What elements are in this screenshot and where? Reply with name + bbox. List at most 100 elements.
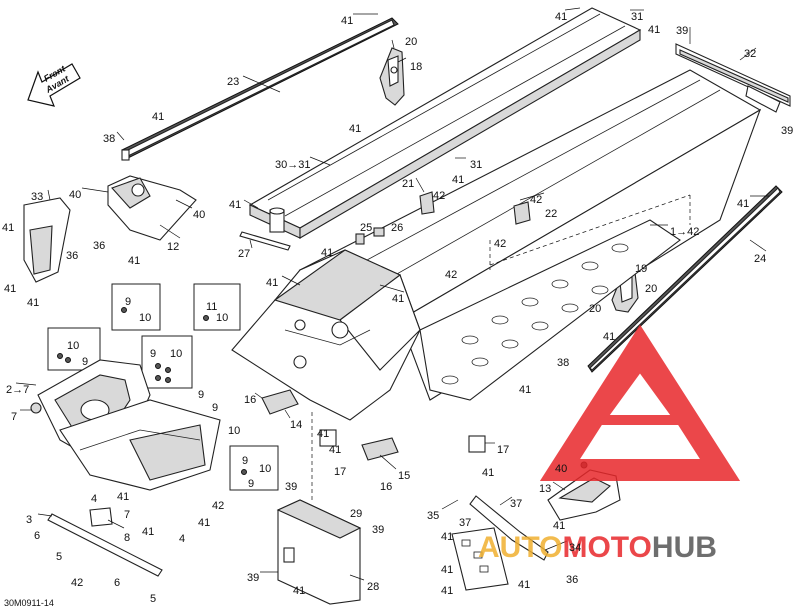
callout-c75: 41 xyxy=(198,517,210,529)
callout-c9: 31 xyxy=(470,159,482,171)
part-4-bellypan xyxy=(59,399,221,491)
leader-lines xyxy=(15,7,770,581)
callout-c62: 14 xyxy=(290,419,302,431)
callout-c55: 10 xyxy=(170,348,182,360)
callout-c91: 28 xyxy=(367,581,379,593)
callout-c18: 40 xyxy=(69,189,81,201)
callout-c89: 29 xyxy=(350,508,362,520)
chassis-body xyxy=(231,219,681,421)
callout-c12: 31 xyxy=(631,11,643,23)
part-12-bracket xyxy=(107,175,197,241)
part-33-bracket xyxy=(23,197,71,283)
callout-c24: 41 xyxy=(128,255,140,267)
callout-c86: 6 xyxy=(114,577,120,589)
callout-c23: 36 xyxy=(66,250,78,262)
part-18-bracket xyxy=(379,47,405,106)
callout-c20: 41 xyxy=(2,222,14,234)
callout-c85: 42 xyxy=(71,577,83,589)
callout-c5: 41 xyxy=(152,111,164,123)
callout-c35: 22 xyxy=(545,208,557,220)
part-22-bracket xyxy=(513,201,531,225)
callout-c58: 9 xyxy=(198,389,204,401)
callout-c50: 11 xyxy=(206,301,217,313)
callout-c6: 38 xyxy=(103,133,115,145)
callout-c30: 25 xyxy=(360,222,372,234)
callout-c97: 41 xyxy=(441,531,453,543)
callout-c98: 41 xyxy=(441,564,453,576)
callout-c64: 41 xyxy=(329,444,341,456)
part-27-bar xyxy=(239,231,291,251)
part-14-footrest xyxy=(261,389,299,415)
part-25-clip xyxy=(355,233,365,245)
part-17-plate-a xyxy=(319,429,337,447)
callout-c28: 27 xyxy=(238,248,250,260)
callout-c104: 13 xyxy=(539,483,551,495)
callout-c38: 41 xyxy=(266,277,278,289)
callout-c47: 38 xyxy=(557,357,569,369)
hardware-box-11-10 xyxy=(193,283,241,331)
part-24-rail xyxy=(587,185,783,373)
callout-c19: 40 xyxy=(193,209,205,221)
callout-c25: 41 xyxy=(4,283,16,295)
part-34-plate xyxy=(451,495,549,591)
callout-c87: 5 xyxy=(150,593,156,605)
callout-c93: 41 xyxy=(293,585,305,597)
part-21-bracket xyxy=(419,191,435,215)
callout-c92: 39 xyxy=(247,572,259,584)
callout-c84: 5 xyxy=(56,551,62,563)
hardware-box-9-10-c xyxy=(229,445,279,491)
callout-c54: 9 xyxy=(150,348,156,360)
callout-c95: 37 xyxy=(510,498,522,510)
callout-c41: 41 xyxy=(737,198,749,210)
part-31-tunnel-top xyxy=(248,7,642,239)
watermark-brand: AUTOMOTOHUB xyxy=(478,531,717,564)
callout-c22: 12 xyxy=(167,241,179,253)
callout-c66: 15 xyxy=(398,470,410,482)
callout-c67: 16 xyxy=(380,481,392,493)
callout-c52: 10 xyxy=(67,340,79,352)
callout-c77: 41 xyxy=(117,491,129,503)
callout-c40: 1→42 xyxy=(670,226,699,238)
callout-c13: 41 xyxy=(648,24,660,36)
callout-c34: 42 xyxy=(530,194,542,206)
callout-c105: 41 xyxy=(553,520,565,532)
callout-c16: 39 xyxy=(781,125,793,137)
callout-c100: 34 xyxy=(569,542,581,554)
callout-c3: 18 xyxy=(410,61,422,73)
callout-c73: 9 xyxy=(248,478,254,490)
part-3-bar xyxy=(47,507,163,577)
callout-c94: 35 xyxy=(427,510,439,522)
callout-c14: 39 xyxy=(676,25,688,37)
callout-c70: 41 xyxy=(482,467,494,479)
callout-c90: 39 xyxy=(372,524,384,536)
callout-c56: 2→7 xyxy=(6,384,29,396)
callout-c102: 36 xyxy=(566,574,578,586)
callout-c72: 10 xyxy=(259,463,271,475)
callout-c57: 7 xyxy=(11,411,17,423)
callout-c63: 41 xyxy=(317,428,329,440)
callout-c10: 41 xyxy=(452,174,464,186)
callout-c78: 7 xyxy=(124,509,130,521)
callout-c17: 33 xyxy=(31,191,43,203)
callout-c74: 42 xyxy=(212,500,224,512)
callout-c4: 23 xyxy=(227,76,239,88)
callout-c103: 40 xyxy=(555,463,567,475)
callout-c8: 30→31 xyxy=(275,159,310,171)
callout-c1: 41 xyxy=(341,15,353,27)
callout-c46: 41 xyxy=(603,331,615,343)
callout-c96: 37 xyxy=(459,517,471,529)
callout-c59: 9 xyxy=(212,402,218,414)
part-15-footrest xyxy=(361,437,399,461)
callout-c31: 26 xyxy=(391,222,403,234)
callout-c11: 41 xyxy=(555,11,567,23)
callout-c42: 24 xyxy=(754,253,766,265)
part-23-rail xyxy=(121,17,399,161)
part-26-clip xyxy=(373,227,385,237)
callout-c32: 21 xyxy=(402,178,414,190)
callout-c99: 41 xyxy=(441,585,453,597)
callout-c49: 10 xyxy=(139,312,151,324)
callout-c2: 20 xyxy=(405,36,417,48)
callout-c65: 17 xyxy=(334,466,346,478)
